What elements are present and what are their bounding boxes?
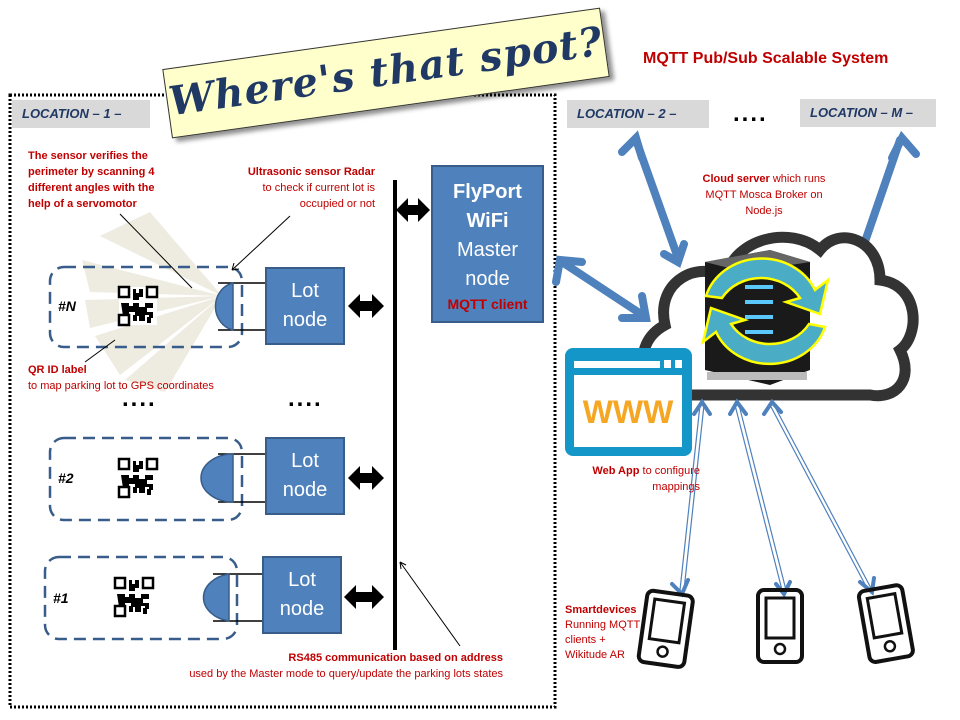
lot-n-enclosure <box>48 265 244 349</box>
smartdevice-3 <box>856 583 915 664</box>
subtitle: MQTT Pub/Sub Scalable System <box>643 50 889 67</box>
lot-id-2: #2 <box>58 470 74 486</box>
arrow-master-bus <box>396 198 430 222</box>
master-node: FlyPort WiFi Master node MQTT client <box>431 165 544 323</box>
lot-id-n: #N <box>58 298 76 314</box>
rs485-annotation: RS485 communication based on address use… <box>189 652 503 680</box>
sync-icon <box>700 257 831 366</box>
lot-1-enclosure <box>43 555 239 641</box>
arrow-lot-1-bus <box>344 585 384 609</box>
lots-ellipsis-right: .... <box>288 385 323 412</box>
qr-code-n <box>117 285 159 327</box>
bus-arrows <box>344 198 430 609</box>
smartdevices-annotation: Smartdevices Running MQTT clients + Wiki… <box>565 604 641 661</box>
mqtt-client-label: MQTT client <box>447 296 528 312</box>
location-2-label: LOCATION – 2 – <box>567 100 709 128</box>
lots-ellipsis-left: .... <box>122 385 157 412</box>
smartdevice-2 <box>756 588 804 664</box>
lot-2-enclosure <box>48 436 244 522</box>
webapp-annotation: Web App to configure mappings <box>592 465 700 493</box>
webapp-www-text: WWW <box>583 394 674 430</box>
qr-code-2 <box>117 457 159 499</box>
lot-id-1: #1 <box>53 590 69 606</box>
sensor-2 <box>200 453 265 503</box>
servo-annotation: The sensor verifies the perimeter by sca… <box>28 150 155 210</box>
arrow-lot-n-bus <box>348 294 384 318</box>
arrow-lot-2-bus <box>348 466 384 490</box>
smartdevice-1 <box>636 588 695 669</box>
leader-lines <box>84 213 461 647</box>
qr-annotation: QR ID label to map parking lot to GPS co… <box>28 364 214 392</box>
radar-annotation: Ultrasonic sensor Radar to check if curr… <box>247 166 375 210</box>
smartdevice-links <box>679 404 873 591</box>
sensor-1 <box>202 573 262 622</box>
location-1-label: LOCATION – 1 – <box>12 100 150 128</box>
location-m-label: LOCATION – M – <box>800 99 936 127</box>
locations-ellipsis: .... <box>733 100 768 127</box>
qr-code-1 <box>113 576 155 618</box>
cloud-annotation: Cloud server which runs MQTT Mosca Broke… <box>702 173 826 217</box>
sensor-n <box>214 282 265 331</box>
webapp-icon: WWW <box>565 348 692 456</box>
